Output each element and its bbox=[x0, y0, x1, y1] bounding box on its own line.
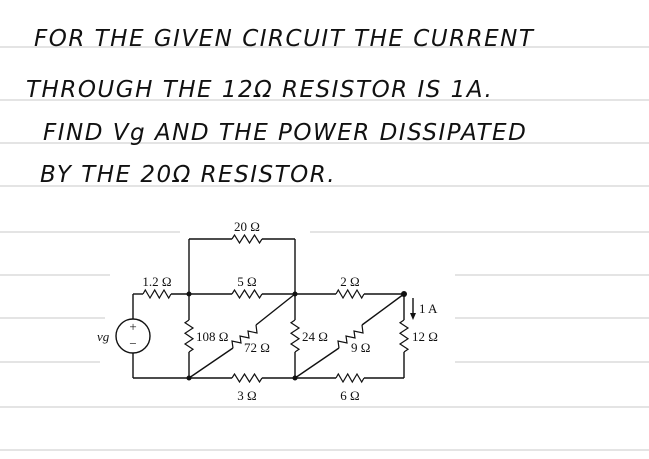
voltage-source: + − bbox=[115, 318, 151, 354]
label-72-ohm: 72 Ω bbox=[244, 340, 270, 355]
source-minus-sign: − bbox=[129, 336, 136, 351]
label-2-ohm: 2 Ω bbox=[340, 274, 359, 289]
label-1a-current: 1 A bbox=[419, 301, 438, 316]
problem-line-2: THROUGH THE 12Ω RESISTOR IS 1A. bbox=[26, 77, 494, 103]
label-24-ohm: 24 Ω bbox=[302, 329, 328, 344]
resistor-1-2 bbox=[142, 288, 172, 300]
label-20-ohm: 20 Ω bbox=[234, 219, 260, 234]
label-5-ohm: 5 Ω bbox=[237, 274, 256, 289]
resistor-72 bbox=[231, 324, 258, 349]
resistor-5 bbox=[231, 288, 263, 300]
label-1-2-ohm: 1.2 Ω bbox=[142, 274, 171, 289]
resistor-108 bbox=[183, 319, 195, 353]
resistor-24 bbox=[289, 319, 301, 353]
source-plus-sign: + bbox=[129, 319, 136, 334]
resistor-6 bbox=[335, 372, 365, 384]
label-source-vg: vg bbox=[97, 329, 110, 344]
nodes bbox=[186, 291, 407, 381]
problem-line-1: FOR THE GIVEN CIRCUIT THE CURRENT bbox=[34, 26, 535, 52]
circuit-wires bbox=[132, 238, 405, 379]
problem-line-3: FIND Vg AND THE POWER DISSIPATED bbox=[43, 120, 528, 146]
resistor-2 bbox=[335, 288, 365, 300]
current-arrow bbox=[410, 298, 416, 320]
resistor-3 bbox=[231, 372, 263, 384]
circuit-labels: vg 20 Ω 1.2 Ω 5 Ω 2 Ω 1 A 108 Ω 72 Ω 24 … bbox=[97, 219, 438, 403]
resistor-12 bbox=[398, 319, 410, 353]
problem-line-4: BY THE 20Ω RESISTOR. bbox=[40, 162, 337, 188]
resistors bbox=[142, 233, 410, 384]
label-3-ohm: 3 Ω bbox=[237, 388, 256, 403]
label-9-ohm: 9 Ω bbox=[351, 340, 370, 355]
resistor-20 bbox=[231, 233, 263, 245]
resistor-9 bbox=[337, 324, 364, 349]
label-108-ohm: 108 Ω bbox=[196, 329, 228, 344]
label-12-ohm: 12 Ω bbox=[412, 329, 438, 344]
label-6-ohm: 6 Ω bbox=[340, 388, 359, 403]
